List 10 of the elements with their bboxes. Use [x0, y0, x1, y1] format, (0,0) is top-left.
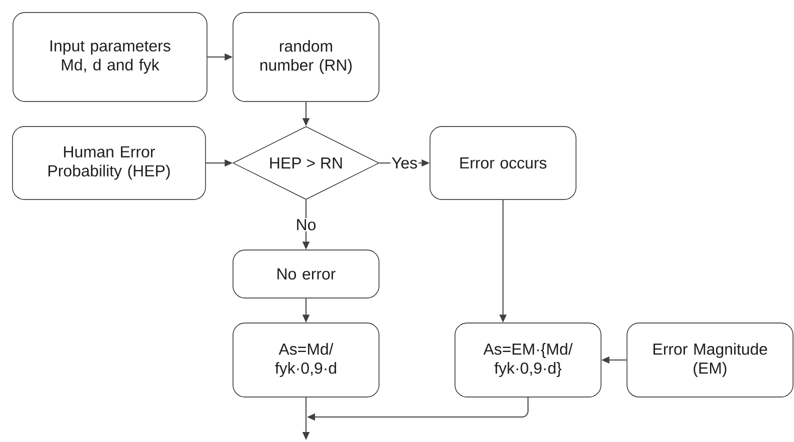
- edge-label: No: [294, 218, 318, 232]
- process-box: Human Error Probability (HEP): [12, 126, 206, 200]
- process-box: As=Md/ fyk·0,9·d: [232, 322, 380, 398]
- process-box: Error occurs: [430, 126, 576, 200]
- process-box: Error Magnitude (EM): [626, 322, 794, 398]
- edge-label: Yes: [390, 156, 419, 170]
- process-box: Input parameters Md, d and fyk: [12, 12, 208, 102]
- process-box: As=EM·{Md/ fyk·0,9·d}: [454, 322, 602, 398]
- process-box: random number (RN): [232, 12, 380, 102]
- process-box: No error: [232, 250, 380, 298]
